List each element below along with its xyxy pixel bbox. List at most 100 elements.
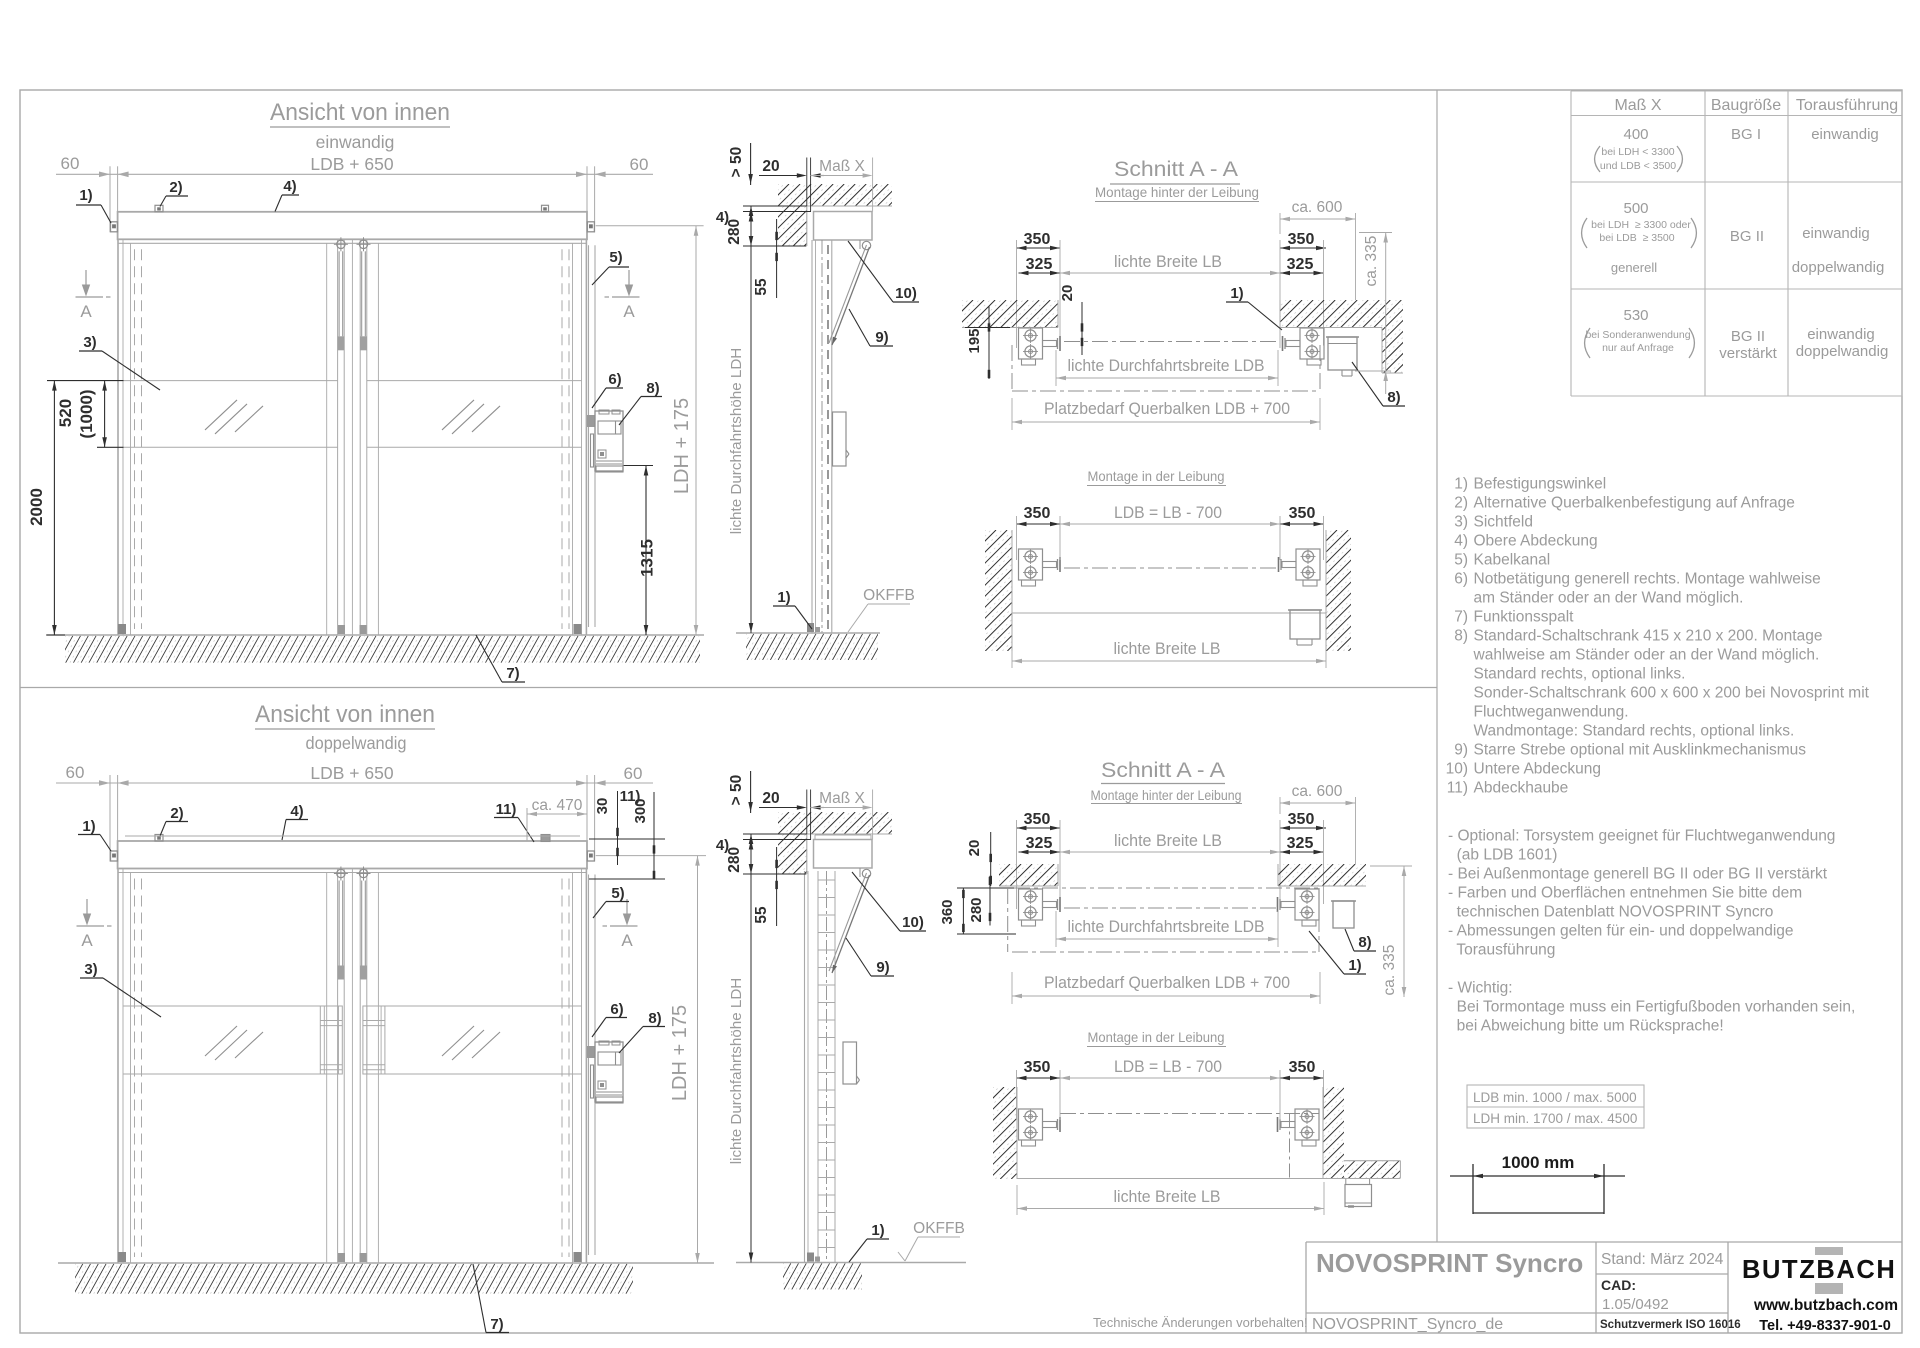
svg-text:350: 350 (1289, 505, 1316, 522)
svg-text:lichte Breite LB: lichte Breite LB (1114, 252, 1222, 271)
svg-text:> 50: > 50 (728, 775, 745, 806)
svg-text:8): 8) (1358, 934, 1371, 951)
svg-text:8): 8) (1387, 389, 1400, 406)
svg-text:Bei Tormontage muss ein Fertig: Bei Tormontage muss ein Fertigfußboden v… (1448, 999, 1855, 1016)
svg-text:LDH min. 1700 / max. 4500: LDH min. 1700 / max. 4500 (1473, 1111, 1637, 1126)
svg-text:CAD:: CAD: (1601, 1277, 1636, 1293)
svg-text:55: 55 (753, 278, 770, 296)
svg-text:Montage in der Leibung: Montage in der Leibung (1088, 468, 1225, 484)
svg-text:lichte Breite LB: lichte Breite LB (1114, 639, 1221, 658)
svg-text:Untere Abdeckung: Untere Abdeckung (1474, 761, 1602, 778)
svg-text:6): 6) (1454, 571, 1468, 588)
svg-text:Maß X: Maß X (1614, 97, 1661, 114)
svg-text:> 50: > 50 (728, 147, 745, 178)
svg-text:Torausführung: Torausführung (1796, 97, 1898, 114)
svg-text:4): 4) (283, 178, 296, 195)
svg-text:Ansicht von innen: Ansicht von innen (270, 99, 450, 126)
svg-text:doppelwandig: doppelwandig (1796, 343, 1889, 360)
svg-text:11): 11) (1447, 780, 1468, 797)
svg-text:5): 5) (609, 249, 622, 266)
svg-text:1000 mm: 1000 mm (1502, 1153, 1575, 1172)
svg-text:280: 280 (726, 219, 743, 245)
svg-text:1): 1) (1230, 285, 1243, 302)
svg-text:- Abmessungen gelten für ein-: - Abmessungen gelten für ein- und doppel… (1448, 923, 1794, 940)
svg-text:7): 7) (490, 1316, 503, 1333)
svg-text:Maß X: Maß X (819, 790, 865, 807)
svg-text:Montage in der Leibung: Montage in der Leibung (1088, 1029, 1225, 1045)
svg-text:7): 7) (1454, 609, 1468, 626)
svg-text:Notbetätigung generell rechts.: Notbetätigung generell rechts. Montage w… (1474, 571, 1821, 588)
svg-text:10): 10) (895, 285, 917, 302)
svg-text:bei LDH < 3300: bei LDH < 3300 (1601, 146, 1674, 158)
svg-text:bei LDB ≥ 3500: bei LDB ≥ 3500 (1599, 232, 1674, 244)
svg-text:20: 20 (762, 158, 779, 175)
svg-text:280: 280 (726, 847, 743, 873)
svg-text:4): 4) (1454, 533, 1468, 550)
svg-text:350: 350 (1288, 231, 1315, 248)
svg-text:- Farben und Oberflächen entne: - Farben und Oberflächen entnehmen Sie b… (1448, 885, 1802, 902)
svg-text:11): 11) (620, 788, 641, 805)
svg-text:BG II: BG II (1731, 328, 1765, 345)
svg-text:einwandig: einwandig (1807, 326, 1875, 343)
svg-text:Standard-Schaltschrank 415 x 2: Standard-Schaltschrank 415 x 210 x 200. … (1474, 628, 1823, 645)
svg-text:LDB + 650: LDB + 650 (310, 763, 393, 783)
svg-text:ca. 335: ca. 335 (1363, 236, 1380, 287)
svg-text:lichte Durchfahrtsbreite LDB: lichte Durchfahrtsbreite LDB (1068, 917, 1265, 936)
svg-text:5): 5) (611, 885, 624, 902)
svg-text:LDB min. 1000 / max. 5000: LDB min. 1000 / max. 5000 (1473, 1090, 1637, 1105)
svg-text:6): 6) (608, 371, 621, 388)
svg-text:Abdeckhaube: Abdeckhaube (1474, 780, 1569, 797)
svg-text:LDH + 175: LDH + 175 (669, 1005, 691, 1101)
svg-text:350: 350 (1024, 1059, 1051, 1076)
svg-text:3): 3) (1454, 514, 1468, 531)
svg-text:Tel. +49-8337-901-0: Tel. +49-8337-901-0 (1759, 1318, 1891, 1334)
svg-text:1): 1) (1348, 957, 1361, 974)
svg-text:Sichtfeld: Sichtfeld (1474, 514, 1533, 531)
svg-text:Torausführung: Torausführung (1448, 942, 1555, 959)
svg-text:- Optional: Torsystem geeignet: - Optional: Torsystem geeignet für Fluch… (1448, 828, 1835, 845)
svg-text:280: 280 (968, 897, 985, 922)
svg-text:A: A (621, 931, 633, 950)
svg-text:Starre Strebe optional mit Aus: Starre Strebe optional mit Ausklinkmecha… (1474, 742, 1807, 759)
svg-text:(1000): (1000) (77, 389, 96, 438)
svg-text:Schnitt A - A: Schnitt A - A (1101, 759, 1225, 782)
svg-text:Sonder-Schaltschrank 600 x 600: Sonder-Schaltschrank 600 x 600 x 200 bei… (1474, 685, 1870, 702)
svg-text:Alternative Querbalkenbefestig: Alternative Querbalkenbefestigung auf An… (1474, 495, 1795, 512)
svg-text:8): 8) (646, 380, 659, 397)
svg-text:2): 2) (169, 179, 182, 196)
svg-text:2): 2) (170, 805, 183, 822)
svg-text:4): 4) (716, 209, 729, 226)
svg-text:einwandig: einwandig (1802, 225, 1870, 242)
svg-text:ca. 335: ca. 335 (1381, 945, 1398, 996)
svg-text:55: 55 (753, 906, 770, 924)
svg-text:LDB = LB - 700: LDB = LB - 700 (1114, 1057, 1222, 1076)
svg-text:1): 1) (1454, 476, 1468, 493)
svg-text:350: 350 (1024, 505, 1051, 522)
svg-text:Technische Änderungen vorbehal: Technische Änderungen vorbehalten! (1093, 1315, 1308, 1330)
svg-text:4): 4) (290, 803, 303, 820)
svg-text:Stand: März 2024: Stand: März 2024 (1601, 1251, 1724, 1268)
svg-text:BG II: BG II (1730, 228, 1764, 245)
svg-text:ca. 600: ca. 600 (1292, 783, 1343, 800)
svg-text:1): 1) (79, 187, 92, 204)
svg-text:4): 4) (716, 837, 729, 854)
svg-text:Funktionsspalt: Funktionsspalt (1474, 609, 1575, 626)
svg-text:60: 60 (630, 155, 649, 174)
svg-text:Obere Abdeckung: Obere Abdeckung (1474, 533, 1598, 550)
svg-text:5): 5) (1454, 552, 1468, 569)
svg-text:520: 520 (56, 399, 75, 427)
svg-text:6): 6) (610, 1001, 623, 1018)
svg-text:60: 60 (624, 764, 643, 783)
svg-text:325: 325 (1026, 256, 1053, 273)
svg-text:lichte Durchfahrtshöhe LDH: lichte Durchfahrtshöhe LDH (728, 978, 745, 1165)
svg-text:bei Sonderanwendung: bei Sonderanwendung (1585, 329, 1690, 341)
svg-text:Platzbedarf Querbalken LDB + 7: Platzbedarf Querbalken LDB + 700 (1044, 973, 1290, 992)
svg-text:325: 325 (1287, 835, 1314, 852)
svg-text:(ab LDB 1601): (ab LDB 1601) (1448, 847, 1557, 864)
svg-text:Fluchtweganwendung.: Fluchtweganwendung. (1474, 704, 1629, 721)
svg-text:3): 3) (83, 334, 96, 351)
svg-text:10): 10) (902, 914, 924, 931)
svg-text:60: 60 (61, 154, 80, 173)
svg-text:30: 30 (594, 798, 611, 815)
svg-text:www.butzbach.com: www.butzbach.com (1753, 1297, 1898, 1314)
